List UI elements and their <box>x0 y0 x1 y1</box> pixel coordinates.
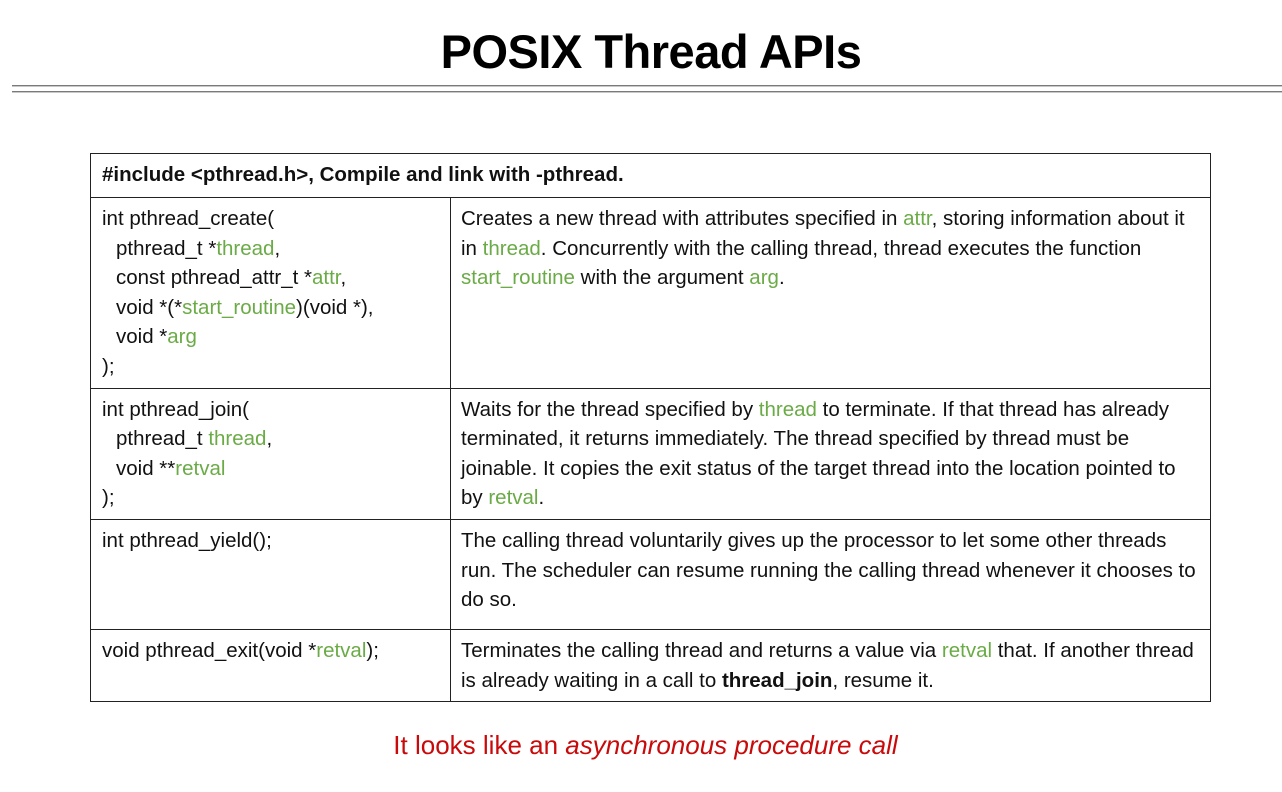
table-row-pthread-yield: int pthread_yield(); The calling thread … <box>90 518 1211 630</box>
signature-line: pthread_t *thread, <box>102 234 439 264</box>
parameter-ref: attr <box>903 207 932 230</box>
parameter-name: thread <box>216 236 275 260</box>
signature-cell: void pthread_exit(void *retval); <box>90 628 451 703</box>
table-row-pthread-join: int pthread_join( pthread_t thread, void… <box>90 387 1211 520</box>
parameter-name: retval <box>316 638 367 662</box>
caption-emphasis: asynchronous procedure call <box>565 730 898 760</box>
parameter-ref: retval <box>488 486 539 510</box>
description-text: Terminates the calling thread and return… <box>461 638 942 662</box>
parameter-name: start_routine <box>182 295 297 319</box>
parameter-ref: retval <box>941 638 993 662</box>
signature-text: , <box>274 236 281 260</box>
signature-text: )(void *), <box>296 295 374 319</box>
table-header: #include <pthread.h>, Compile and link w… <box>90 153 1211 198</box>
signature-cell: int pthread_join( pthread_t thread, void… <box>90 387 451 520</box>
description-text: Creates a new thread with attributes spe… <box>461 207 904 230</box>
parameter-ref: arg <box>749 266 779 290</box>
parameter-name: attr <box>312 266 341 290</box>
signature-text: , <box>340 266 347 290</box>
caption-text: It looks like an <box>393 730 566 760</box>
description-text: to terminate. If that thread has already… <box>461 397 1176 510</box>
signature-text: pthread_t <box>116 427 209 451</box>
signature-text: , <box>266 427 273 451</box>
signature-text: void pthread_exit(void * <box>102 638 317 662</box>
signature-line: const pthread_attr_t *attr, <box>102 263 439 293</box>
signature-line: void **retval <box>102 454 439 484</box>
slide-caption: It looks like an asynchronous procedure … <box>0 728 1282 762</box>
signature-line: int pthread_yield(); <box>102 528 272 552</box>
signature-line: ); <box>102 354 115 378</box>
signature-text: pthread_t * <box>116 236 217 260</box>
pthread-api-table: #include <pthread.h>, Compile and link w… <box>90 153 1211 703</box>
parameter-name: retval <box>175 456 226 480</box>
description-text: Waits for the thread specified by <box>461 397 759 421</box>
description-cell: Waits for the thread specified by thread… <box>450 387 1211 520</box>
signature-text: const pthread_attr_t * <box>116 266 313 290</box>
signature-text: void ** <box>116 456 176 480</box>
signature-line: pthread_t thread, <box>102 424 439 454</box>
table-row-pthread-create: int pthread_create( pthread_t *thread, c… <box>90 197 1211 389</box>
signature-text: ); <box>366 638 379 662</box>
signature-line: void pthread_exit(void *retval); <box>102 636 439 666</box>
parameter-name: arg <box>167 325 197 349</box>
description-text: . <box>538 486 545 510</box>
description-cell: The calling thread voluntarily gives up … <box>450 518 1211 630</box>
description-text: with the argument <box>574 266 750 290</box>
parameter-name: thread <box>208 427 267 451</box>
title-divider-top <box>12 85 1282 87</box>
description-text: . <box>778 266 785 290</box>
parameter-ref: start_routine <box>461 266 575 290</box>
table-header-row: #include <pthread.h>, Compile and link w… <box>90 153 1211 198</box>
description-text: , storing information about it in <box>461 207 1185 260</box>
table-row-pthread-exit: void pthread_exit(void *retval); Termina… <box>90 628 1211 703</box>
signature-text: void * <box>116 325 168 349</box>
description-cell: Creates a new thread with attributes spe… <box>450 197 1211 389</box>
title-divider-bottom <box>12 91 1282 93</box>
function-ref: thread_join <box>721 668 833 692</box>
description-cell: Terminates the calling thread and return… <box>450 628 1211 703</box>
signature-cell: int pthread_yield(); <box>90 518 451 630</box>
signature-line: int pthread_create( <box>102 207 275 230</box>
signature-cell: int pthread_create( pthread_t *thread, c… <box>90 197 451 389</box>
signature-line: int pthread_join( <box>102 397 250 421</box>
parameter-ref: thread <box>482 236 541 260</box>
slide-title: POSIX Thread APIs <box>440 25 862 78</box>
description-text: . Concurrently with the calling thread, … <box>540 236 1142 260</box>
signature-line: void *arg <box>102 322 439 352</box>
signature-line: void *(*start_routine)(void *), <box>102 293 439 323</box>
parameter-ref: thread <box>758 397 817 421</box>
signature-line: ); <box>102 486 115 510</box>
signature-text: void *(* <box>116 295 183 319</box>
description-text: The calling thread voluntarily gives up … <box>461 528 1196 612</box>
description-text: , resume it. <box>832 668 934 692</box>
description-text: that. If another thread is already waiti… <box>461 638 1194 692</box>
